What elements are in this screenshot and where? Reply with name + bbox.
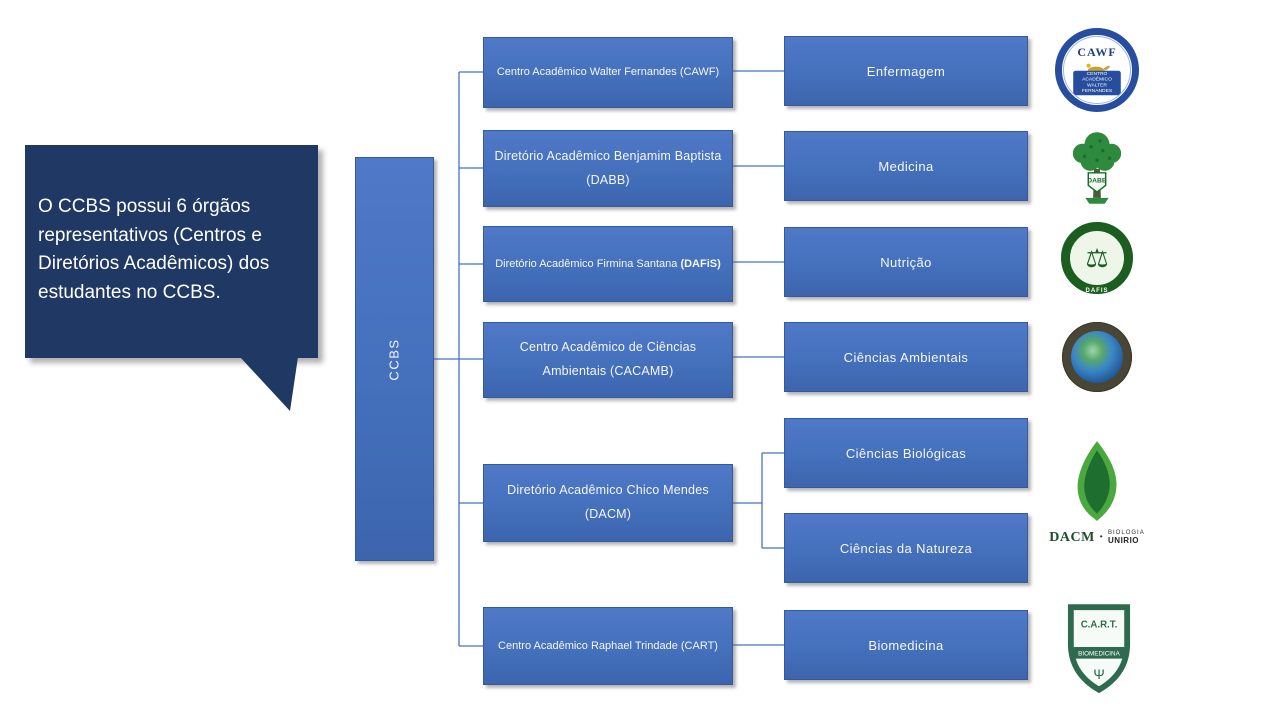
cart-acronym-text: C.A.R.T. [1081,620,1118,631]
course-box-nutricao: Nutrição [784,227,1028,297]
trident-icon: Ψ [1093,667,1104,682]
org-label-dafis-regular: Diretório Acadêmico Firmina Santana [495,257,681,270]
cawf-acronym-text: CAWF [1077,45,1117,59]
org-box-cawf: Centro Acadêmico Walter Fernandes (CAWF) [483,37,733,108]
org-box-cart: Centro Acadêmico Raphael Trindade (CART) [483,607,733,685]
org-label-dafis: Diretório Acadêmico Firmina Santana (DAF… [495,254,721,275]
org-label-cacamb: Centro Acadêmico de Ciências Ambientais … [519,340,697,378]
ccbs-root-box: CCBS [355,157,434,561]
cawf-band-line2: WALTER FERNANDES [1081,83,1113,94]
callout-text: O CCBS possui 6 órgãos representativos (… [38,196,270,303]
org-box-dacm: Diretório Acadêmico Chico Mendes (DACM) [483,464,733,542]
cart-logo: C.A.R.T. BIOMEDICINA Ψ [1066,600,1132,694]
course-box-enfermagem: Enfermagem [784,36,1028,106]
org-box-dabb: Diretório Acadêmico Benjamim Baptista (D… [483,130,733,207]
course-box-ciencias-ambientais: Ciências Ambientais [784,322,1028,392]
org-label-dacm: Diretório Acadêmico Chico Mendes (DACM) [507,483,709,521]
ccbs-label: CCBS [387,337,402,381]
cacamb-logo [1062,322,1132,392]
scales-icon: ⚖ [1085,243,1109,273]
dacm-line2-text: UNIRIO [1108,535,1140,545]
globe-icon [1071,331,1123,383]
org-label-cart: Centro Acadêmico Raphael Trindade (CART) [498,639,718,652]
callout-bubble: O CCBS possui 6 órgãos representativos (… [25,145,318,358]
dabb-logo: DABB [1068,128,1126,206]
dafis-logo: ⚖ DAFIS [1061,222,1133,294]
callout-tail [240,357,298,411]
shield-icon: C.A.R.T. BIOMEDICINA Ψ [1067,604,1131,694]
dafis-acronym-text: DAFIS [1085,288,1109,294]
cacamb-ring [1062,322,1132,392]
dacm-line1-text: BIOLOGIA [1108,530,1145,537]
cawf-band: CENTRO ACADÊMICO WALTER FERNANDES [1073,70,1121,96]
course-label: Ciências da Natureza [839,540,973,556]
oil-lamp-icon [1083,61,1111,81]
cawf-band-line1: CENTRO ACADÊMICO [1082,71,1112,83]
course-box-medicina: Medicina [784,131,1028,201]
course-label: Medicina [878,158,934,174]
course-label: Biomedicina [868,637,944,653]
course-label: Ciências Ambientais [843,349,969,365]
org-label-cawf: Centro Acadêmico Walter Fernandes (CAWF) [496,66,720,79]
cawf-logo: CAWF CENTRO ACADÊMICO WALTER FERNANDES [1052,28,1142,112]
dacm-logo: DACM · BIOLOGIA UNIRIO [1047,438,1147,546]
dacm-acronym-text: DACM · [1049,530,1105,545]
cart-band-text: BIOMEDICINA [1078,651,1120,658]
cawf-ring: CAWF CENTRO ACADÊMICO WALTER FERNANDES [1055,28,1139,112]
course-box-biomedicina: Biomedicina [784,610,1028,680]
org-label-dafis-bold: (DAFiS) [680,257,721,270]
org-box-dafis: Diretório Acadêmico Firmina Santana (DAF… [483,226,733,302]
course-label: Nutrição [880,254,932,270]
org-label-dabb: Diretório Acadêmico Benjamim Baptista (D… [494,148,722,187]
tree-icon: DABB [1072,132,1122,204]
course-label: Enfermagem [866,63,946,79]
org-box-cacamb: Centro Acadêmico de Ciências Ambientais … [483,322,733,398]
dabb-acronym-text: DABB [1087,177,1107,184]
dafis-ring: ⚖ DAFIS [1061,222,1133,294]
course-box-ciencias-da-natureza: Ciências da Natureza [784,513,1028,583]
leaf-icon [1077,441,1117,521]
dacm-caption: DACM · BIOLOGIA UNIRIO [1049,530,1144,546]
course-box-ciencias-biologicas: Ciências Biológicas [784,418,1028,488]
course-label: Ciências Biológicas [845,445,967,461]
